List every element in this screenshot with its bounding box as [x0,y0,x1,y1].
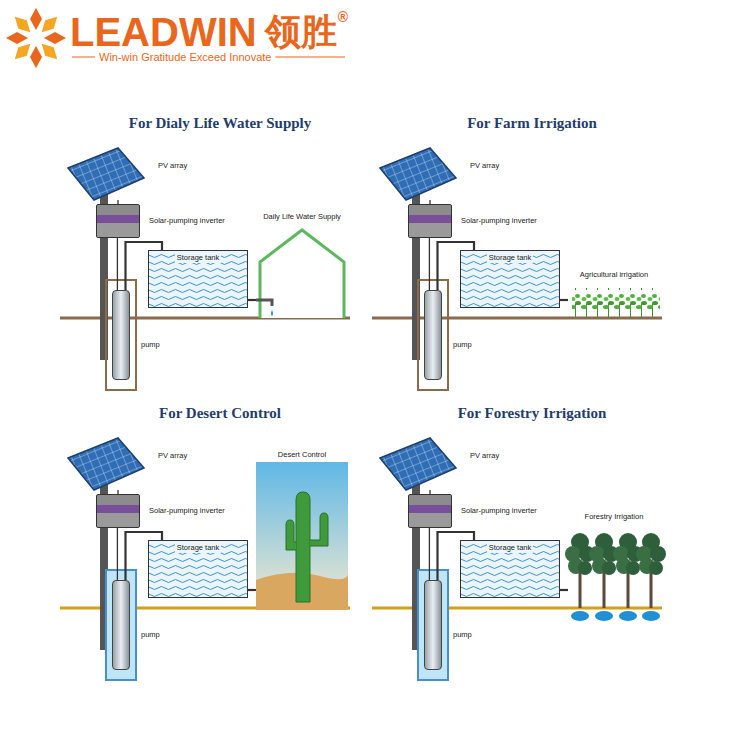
pump-unit: pump [112,290,130,380]
pump-unit: pump [424,290,442,380]
part-label: pump [453,341,472,350]
solar-panel: PV array [68,440,146,490]
desert-scene [60,438,350,680]
pump-unit: pump [112,580,130,670]
water-pipe [560,299,568,301]
panel-title: For Forestry Irrigation [458,405,607,422]
inverter-box: Solar-pumping inverter [96,494,140,528]
part-label: pump [141,341,160,350]
solar-panel: PV array [380,150,458,200]
tagline-rule [275,57,345,58]
storage-tank: Storage tank [148,250,248,308]
end-use-area: Agricultural irrigation [568,268,660,320]
power-wire [117,528,118,580]
end-use-area: Desert Control [256,448,348,610]
node-label: Storage tank [175,544,222,553]
brand-name: LEADWIN [70,10,257,54]
solar-panel: PV array [68,150,146,200]
panel-title: For Farm Irrigation [467,115,597,132]
forestry-scene [372,438,666,680]
part-label: PV array [470,162,499,171]
storage-tank: Storage tank [460,540,560,598]
inverter-box: Solar-pumping inverter [408,494,452,528]
brand-logo [6,8,66,68]
power-wire [429,238,430,290]
node-label: Daily Life Water Supply [261,213,343,222]
water-pipe [248,589,256,591]
inverter-box: Solar-pumping inverter [96,204,140,238]
storage-tank: Storage tank [148,540,248,598]
water-supply-scene [60,148,350,390]
node-label: Desert Control [276,451,328,460]
panel-title: For Desert Control [159,405,281,422]
solar-panel: PV array [380,440,458,490]
part-label: Solar-pumping inverter [461,217,537,226]
inverter-box: Solar-pumping inverter [408,204,452,238]
water-pipe [560,589,568,591]
power-wire [117,238,118,290]
part-label: Solar-pumping inverter [149,217,225,226]
part-label: PV array [470,452,499,461]
end-use-area: Forestry Irrigation [568,510,660,610]
part-label: pump [453,631,472,640]
power-wire [429,528,430,580]
node-label: Forestry Irrigation [583,513,646,522]
part-label: pump [141,631,160,640]
node-label: Storage tank [175,254,222,263]
node-label: Storage tank [487,254,534,263]
end-use-area: Daily Life Water Supply [256,210,348,320]
node-label: Storage tank [487,544,534,553]
water-pipe [248,299,256,301]
part-label: PV array [158,162,187,171]
part-label: PV array [158,452,187,461]
storage-tank: Storage tank [460,250,560,308]
pump-unit: pump [424,580,442,670]
registered-mark: ® [338,10,348,25]
node-label: Agricultural irrigation [578,271,650,280]
farm-scene [372,148,662,390]
tagline-rule [72,57,95,58]
brand-name-chinese: 领胜 [265,12,337,52]
brand-tagline: Win-win Gratitude Exceed Innovate [99,51,271,63]
part-label: Solar-pumping inverter [149,507,225,516]
part-label: Solar-pumping inverter [461,507,537,516]
panel-title: For Dialy Life Water Supply [129,115,312,132]
